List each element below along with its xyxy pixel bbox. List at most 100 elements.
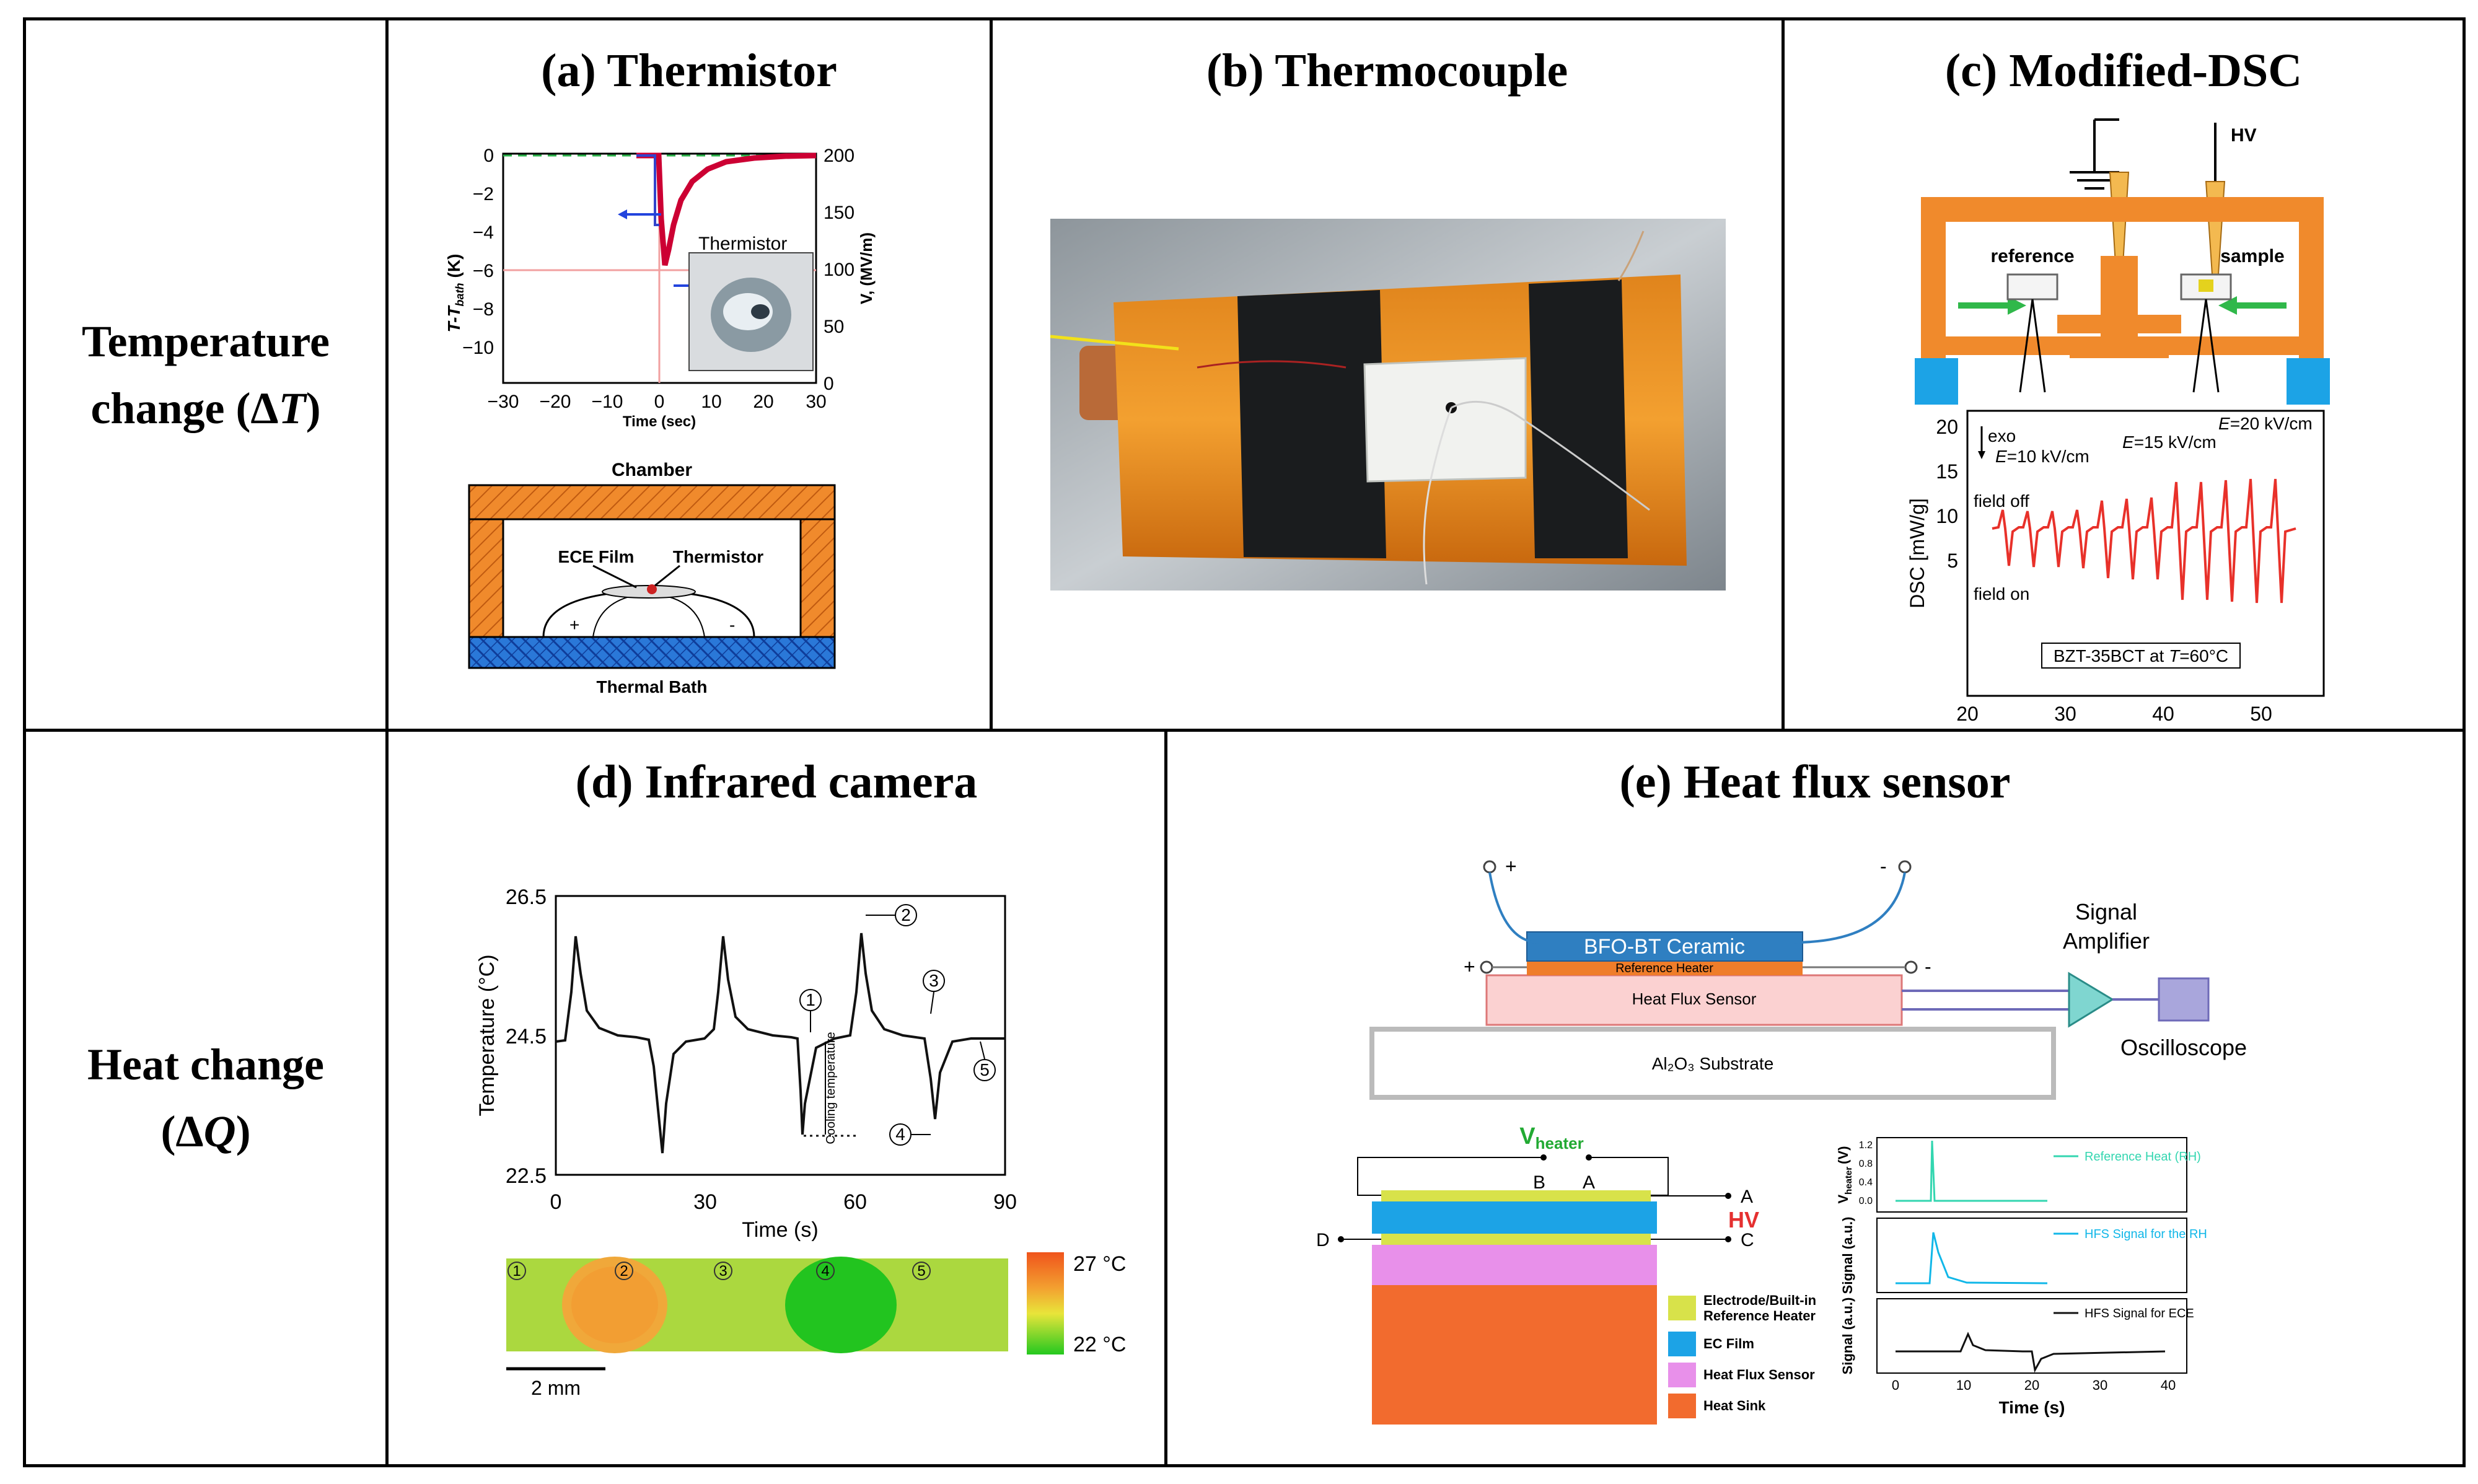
- amplifier-label-1: Signal: [2075, 899, 2137, 924]
- field-off-label: field off: [1974, 491, 2029, 511]
- thermistor-dot: [647, 584, 657, 594]
- ir-temperature-trace: [555, 933, 1005, 1154]
- x-tick: 20: [753, 392, 773, 412]
- x-tick: −10: [592, 392, 623, 412]
- ir-x-tick: 30: [693, 1190, 717, 1214]
- dsc-x-tick: 50: [2250, 703, 2272, 725]
- field-on-label: field on: [1974, 584, 2029, 604]
- node-d: D: [1316, 1230, 1330, 1250]
- ir-x-ticks: 0 30 60 90: [550, 1190, 1017, 1214]
- ir-marker-3: [923, 970, 945, 992]
- signal-x-tick: 10: [1956, 1377, 1971, 1393]
- panel-thermistor: (a) Thermistor Thermistor 0 −2 −4 −6 −8 …: [385, 17, 993, 732]
- signal-x-tick: 30: [2093, 1377, 2107, 1393]
- dsc-x-tick: 40: [2152, 703, 2174, 725]
- x-tick: 30: [806, 392, 826, 412]
- oscilloscope-box: [2158, 977, 2210, 1022]
- vheater-y-tick: 1.2: [1859, 1140, 1873, 1151]
- thermal-bath-label: Thermal Bath: [597, 677, 708, 696]
- sample-material: [2199, 279, 2213, 292]
- vheater-plot: [1876, 1137, 2187, 1213]
- mid-plus: +: [1464, 955, 1475, 978]
- ir-marker-2-text: 2: [901, 905, 911, 924]
- dsc-y-label: DSC [mW/g]: [1906, 498, 1928, 608]
- e20-label: E=20 kV/cm: [2218, 414, 2313, 433]
- heat-flux-figure: Al₂O₃ Substrate Heat Flux Sensor Referen…: [1316, 855, 2247, 1425]
- x-tick: −30: [488, 392, 519, 412]
- black-tape-1: [1237, 290, 1386, 558]
- x-axis-label: Time (sec): [623, 413, 696, 430]
- panel-c-title: (c) Modified-DSC: [1944, 45, 2303, 97]
- reference-heat-trace: [1896, 1140, 2047, 1202]
- legend-electrode-1: Electrode/Built-in: [1703, 1293, 1816, 1308]
- hfs-rh-y-label: Signal (a.u.): [1840, 1217, 1855, 1294]
- right-y-tick: 200: [824, 146, 855, 166]
- right-y-tick: 50: [824, 317, 844, 337]
- heat-sink-layer: [1372, 1285, 1657, 1425]
- left-y-ticks: 0 −2 −4 −6 −8 −10: [462, 146, 494, 358]
- right-y-ticks: 200 150 100 50 0: [824, 146, 855, 394]
- chamber-top: [468, 484, 836, 520]
- temperature-trace: [636, 152, 817, 266]
- ec-film-layer: [1372, 1201, 1657, 1234]
- left-y-tick: 0: [483, 146, 494, 166]
- left-y-tick: −10: [462, 338, 494, 358]
- right-y-tick: 150: [824, 203, 855, 223]
- left-coolant: [1915, 358, 1958, 405]
- dsc-lid: [1921, 197, 2324, 222]
- hfs-label: Heat Flux Sensor: [1632, 990, 1757, 1008]
- ir-y-label: Temperature (°C): [475, 954, 499, 1116]
- ir-marker-3-text: 3: [929, 971, 939, 990]
- dsc-x-tick: 20: [1956, 703, 1979, 725]
- ir-y-ticks: 26.5 24.5 22.5: [506, 885, 547, 1188]
- left-y-tick: −4: [473, 222, 494, 243]
- vheater-y-tick: 0.0: [1859, 1196, 1873, 1206]
- ir-marker-1-text: 1: [806, 990, 815, 1009]
- signal-x-label: Time (s): [1999, 1398, 2065, 1417]
- signal-x-tick: 0: [1892, 1377, 1899, 1393]
- ir-strip-marker: 3: [719, 1263, 727, 1280]
- ir-x-label: Time (s): [742, 1218, 818, 1242]
- hfs-rh-trace: [1896, 1232, 2048, 1284]
- hfs-ece-plot: [1876, 1298, 2187, 1374]
- sample-label: sample: [2220, 246, 2284, 266]
- thermistor-label: Thermistor: [673, 547, 763, 566]
- e15-label: E=15 kV/cm: [2122, 432, 2217, 452]
- heat-flow-arrow-right: [2218, 296, 2287, 315]
- reference-label: reference: [1990, 246, 2074, 266]
- top-electrode: [1381, 1190, 1651, 1201]
- ir-marker-5: [973, 1059, 996, 1081]
- dsc-y-tick: 20: [1936, 416, 1958, 438]
- legend-swatch-sink: [1668, 1394, 1696, 1418]
- hfs-ece-y-label: Signal (a.u.): [1840, 1297, 1855, 1375]
- vheater-y-ticks: 1.2 0.8 0.4 0.0: [1859, 1140, 1873, 1206]
- ir-marker-4-text: 4: [895, 1125, 905, 1144]
- row-label-heat-line2: (ΔQ): [160, 1107, 251, 1156]
- legend-swatch-electrode: [1668, 1296, 1696, 1320]
- x-tick: −20: [540, 392, 571, 412]
- panel-b-title: (b) Thermocouple: [1206, 45, 1568, 97]
- row-label-temperature-line1: Temperature: [82, 316, 330, 366]
- node-a: A: [1583, 1172, 1595, 1193]
- field-pulse: [636, 154, 659, 226]
- right-y-tick: 100: [824, 260, 855, 280]
- ir-strip-marker: 1: [512, 1263, 521, 1280]
- ir-x-tick: 0: [550, 1190, 562, 1214]
- row-header-heat: Heat change (ΔQ): [23, 729, 389, 1467]
- left-y-tick: −6: [473, 261, 494, 281]
- ir-y-tick: 26.5: [506, 885, 547, 909]
- e10-label: E=10 kV/cm: [1995, 447, 2089, 466]
- ir-x-tick: 90: [993, 1190, 1017, 1214]
- panel-heat-flux-sensor: (e) Heat flux sensor Al₂O₃ Substrate Hea…: [1164, 729, 2466, 1467]
- ir-x-tick: 60: [843, 1190, 867, 1214]
- signal-x-ticks: 0 10 20 30 40: [1892, 1377, 2176, 1393]
- signal-x-tick: 40: [2161, 1377, 2176, 1393]
- dsc-sample-box: [2041, 643, 2241, 669]
- legend-sink: Heat Sink: [1703, 1398, 1766, 1413]
- row-header-temperature: Temperature change (ΔT): [23, 17, 389, 732]
- ir-strip-marker: 4: [821, 1263, 829, 1280]
- row-label-heat-line1: Heat change: [87, 1040, 324, 1089]
- ir-strip-marker: 5: [917, 1263, 925, 1280]
- substrate-label: Al₂O₃ Substrate: [1652, 1054, 1774, 1073]
- legend-hfs: Heat Flux Sensor: [1703, 1367, 1815, 1382]
